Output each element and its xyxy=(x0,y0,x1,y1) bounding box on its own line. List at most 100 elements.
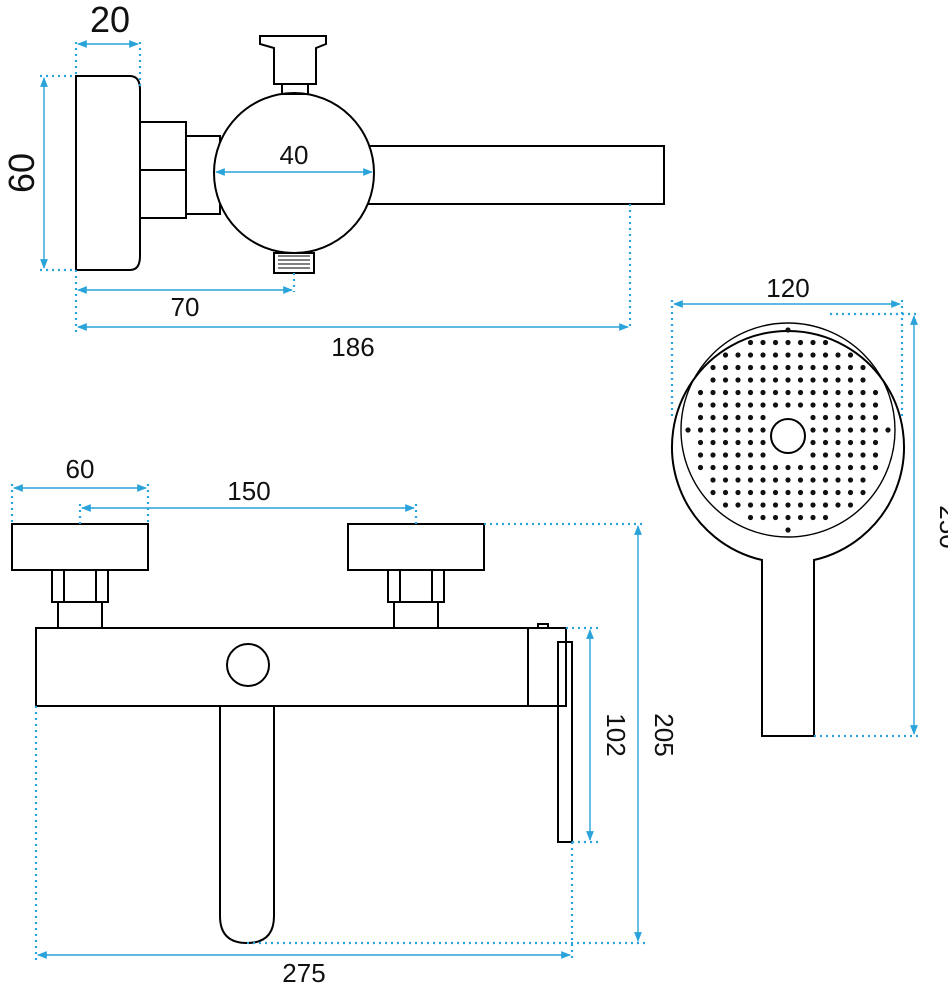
spray-hole xyxy=(785,364,791,371)
spray-hole xyxy=(847,452,854,458)
spray-hole xyxy=(710,464,716,471)
spray-hole xyxy=(735,464,741,471)
spray-hole xyxy=(785,339,791,346)
spray-hole xyxy=(760,477,766,483)
spray-hole xyxy=(722,414,729,421)
spray-hole xyxy=(697,414,704,421)
top-view xyxy=(75,35,665,274)
right-handle-nut xyxy=(387,569,445,603)
mixer-body-circle xyxy=(213,92,375,254)
spray-hole xyxy=(735,414,741,421)
spray-hole xyxy=(772,477,779,483)
spray-hole xyxy=(860,477,866,483)
spray-hole xyxy=(722,464,729,471)
spray-hole xyxy=(785,527,791,533)
spray-hole xyxy=(797,502,804,508)
spray-hole xyxy=(785,327,791,333)
spray-hole xyxy=(785,377,791,383)
spray-hole xyxy=(697,464,704,471)
label-120: 120 xyxy=(766,273,809,303)
spray-hole xyxy=(722,352,729,358)
spray-hole xyxy=(722,489,729,496)
spray-hole xyxy=(747,339,754,346)
spray-hole xyxy=(735,377,741,383)
spray-hole xyxy=(710,452,716,458)
label-20: 20 xyxy=(90,0,130,40)
spray-hole xyxy=(797,464,804,471)
spray-hole xyxy=(872,414,879,421)
spray-hole xyxy=(710,477,716,483)
diverter-button xyxy=(226,643,270,687)
spray-hole xyxy=(797,352,804,358)
spray-hole xyxy=(810,389,816,396)
spray-hole xyxy=(797,389,804,396)
spray-hole xyxy=(747,514,754,521)
spray-hole xyxy=(685,427,691,433)
spray-hole xyxy=(722,439,729,446)
spray-hole xyxy=(722,502,729,508)
top-view-dimensions xyxy=(40,40,632,332)
spray-hole xyxy=(785,489,791,496)
spray-hole xyxy=(697,402,704,408)
spray-hole xyxy=(785,402,791,408)
spray-hole xyxy=(772,339,779,346)
spray-hole xyxy=(710,402,716,408)
spray-hole xyxy=(847,364,854,371)
spray-hole xyxy=(785,464,791,471)
spray-hole xyxy=(810,477,816,483)
spray-hole xyxy=(822,414,829,421)
spray-hole xyxy=(822,352,829,358)
label-60: 60 xyxy=(66,454,95,484)
spray-hole xyxy=(872,427,879,433)
spray-hole xyxy=(872,389,879,396)
spray-hole xyxy=(722,452,729,458)
spray-hole xyxy=(722,402,729,408)
spray-hole xyxy=(747,439,754,446)
spray-hole xyxy=(810,377,816,383)
spray-hole xyxy=(735,364,741,371)
spray-hole xyxy=(797,364,804,371)
spray-hole xyxy=(735,489,741,496)
spray-hole xyxy=(710,439,716,446)
spray-hole xyxy=(697,389,704,396)
spray-hole xyxy=(822,427,829,433)
spray-hole xyxy=(822,489,829,496)
spray-hole xyxy=(772,402,779,408)
spray-hole xyxy=(885,427,891,433)
spray-hole xyxy=(772,389,779,396)
spray-hole xyxy=(835,377,841,383)
spray-hole xyxy=(760,377,766,383)
spray-hole xyxy=(847,389,854,396)
spray-hole xyxy=(772,364,779,371)
spray-hole xyxy=(847,414,854,421)
spray-hole xyxy=(847,477,854,483)
spray-hole xyxy=(822,464,829,471)
spray-hole xyxy=(847,464,854,471)
label-102: 102 xyxy=(601,713,631,756)
spray-hole xyxy=(810,489,816,496)
spray-hole xyxy=(760,402,766,408)
spray-hole xyxy=(810,452,816,458)
spray-hole xyxy=(785,389,791,396)
spray-hole xyxy=(822,514,829,521)
right-handle xyxy=(347,523,485,571)
spray-hole xyxy=(822,402,829,408)
spray-hole xyxy=(710,414,716,421)
spout xyxy=(359,145,665,205)
spray-hole xyxy=(772,464,779,471)
spray-hole xyxy=(722,377,729,383)
spray-hole xyxy=(760,427,766,433)
spray-hole xyxy=(872,464,879,471)
spray-hole xyxy=(735,352,741,358)
spray-hole xyxy=(760,364,766,371)
mixer-body-bar xyxy=(35,627,567,707)
spray-hole xyxy=(747,427,754,433)
spray-hole xyxy=(847,439,854,446)
spray-hole xyxy=(872,439,879,446)
spray-hole xyxy=(697,427,704,433)
spray-hole xyxy=(797,477,804,483)
spray-hole xyxy=(835,464,841,471)
hand-shower xyxy=(671,322,905,737)
spray-hole xyxy=(772,352,779,358)
